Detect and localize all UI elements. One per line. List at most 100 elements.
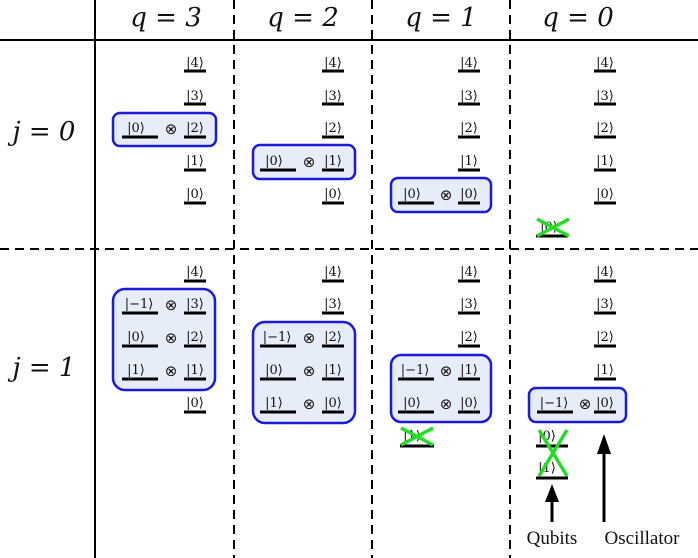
tensor-symbol: ⊗ [440,362,453,380]
ket-label: |3⟩ [596,89,614,104]
crossed-out-qubit-level: |0⟩ [536,217,570,238]
ket-level: |1⟩ [184,154,206,172]
tensor-symbol: ⊗ [165,329,178,347]
ket-level: |2⟩ [458,330,480,348]
ket-level: |0⟩ [458,187,480,205]
ket-level: |0⟩ [594,187,616,205]
tensor-symbol: ⊗ [165,120,178,138]
cell-j0-q0: |4⟩ |3⟩ |2⟩ |1⟩ |0⟩ |0⟩ [536,56,616,238]
column-header-q3: q = 3 [130,3,202,33]
ket-label: |2⟩ [596,330,614,345]
ket-level: |0⟩ [260,154,296,172]
ket-level: |0⟩ [184,187,206,205]
ket-level: |−1⟩ [537,396,573,414]
ket-level: |0⟩ [594,396,616,414]
ket-level: |1⟩ [322,154,344,172]
ket-level: |1⟩ [260,396,296,414]
ket-level: |4⟩ [322,56,344,73]
ket-label: |4⟩ [596,265,614,280]
tensor-symbol: ⊗ [303,395,316,413]
cell-j1-q3: |4⟩ |−1⟩ ⊗ |3⟩ |0⟩ ⊗ |2⟩ |1⟩ ⊗ |1⟩ |0⟩ [122,265,206,414]
ket-level: |1⟩ [322,363,344,381]
ket-level: |4⟩ [184,265,206,283]
ket-label: |2⟩ [186,330,204,345]
tensor-symbol: ⊗ [303,362,316,380]
ket-label: |−1⟩ [263,330,292,345]
ket-level: |2⟩ [184,330,206,348]
ket-label: |0⟩ [596,187,614,202]
ket-label: |4⟩ [324,56,342,71]
ket-label: |0⟩ [265,363,283,378]
tensor-symbol: ⊗ [579,395,592,413]
ket-label: |0⟩ [403,187,421,202]
ket-label: |4⟩ [460,56,478,71]
ket-label: |0⟩ [127,330,145,345]
ket-level: |0⟩ [122,121,158,139]
ket-label: |1⟩ [186,154,204,169]
ket-label: |4⟩ [460,265,478,280]
ket-level: |0⟩ [184,396,206,414]
ket-level: |3⟩ [322,297,344,315]
tensor-symbol: ⊗ [165,296,178,314]
row-header-j1: j = 1 [8,353,76,383]
ket-label: |−1⟩ [540,396,569,411]
ket-label: |2⟩ [596,121,614,136]
column-header-q0: q = 0 [542,3,614,33]
ket-label: |3⟩ [186,89,204,104]
cross-mark [537,429,569,477]
ket-label: |1⟩ [460,154,478,169]
ket-label: |1⟩ [324,363,342,378]
tensor-symbol: ⊗ [303,329,316,347]
ket-label: |2⟩ [324,121,342,136]
oscillator-arrow [597,434,611,522]
ket-level: |0⟩ [260,363,296,381]
row-header-j0: j = 0 [8,117,76,147]
ket-label: |0⟩ [324,396,342,411]
cell-j0-q2: |4⟩ |3⟩ |2⟩ |0⟩ ⊗ |1⟩ |0⟩ [260,56,344,205]
ket-label: |2⟩ [460,121,478,136]
ket-label: |1⟩ [127,363,145,378]
ket-level: |3⟩ [184,297,206,315]
ket-label: |0⟩ [596,396,614,411]
ket-label: |0⟩ [460,187,478,202]
ket-label: |3⟩ [460,297,478,312]
qubits-arrow [545,484,559,522]
ket-level: |0⟩ [322,187,344,205]
cell-j1-q0: |4⟩ |3⟩ |2⟩ |1⟩ |−1⟩ ⊗ |0⟩ |0⟩ |1⟩ Qubit… [527,265,680,549]
ket-level: |−1⟩ [260,330,296,348]
ket-label: |0⟩ [265,154,283,169]
ket-level: |2⟩ [322,330,344,348]
tensor-symbol: ⊗ [165,362,178,380]
ket-label: |1⟩ [324,154,342,169]
ket-level: |2⟩ [458,121,480,139]
ket-level: |4⟩ [322,265,344,283]
ket-level: |0⟩ [458,396,480,414]
cell-j1-q1: |4⟩ |3⟩ |2⟩ |−1⟩ ⊗ |1⟩ |0⟩ ⊗ |0⟩ |1⟩ [398,265,480,448]
ket-level: |3⟩ [594,89,616,106]
ket-level: |3⟩ [322,89,344,106]
cross-mark [400,426,434,447]
ket-label: |0⟩ [127,121,145,136]
ket-level: |−1⟩ [122,297,158,315]
ket-level: |1⟩ [594,363,616,381]
ket-label: |0⟩ [403,396,421,411]
ket-level: |2⟩ [184,121,206,139]
ket-level: |1⟩ [184,363,206,381]
ket-label: |−1⟩ [401,363,430,378]
ket-label: |1⟩ [265,396,283,411]
ket-label: |0⟩ [460,396,478,411]
crossed-out-qubit-level: |1⟩ [400,426,434,448]
cell-j0-q1: |4⟩ |3⟩ |2⟩ |1⟩ |0⟩ ⊗ |0⟩ [398,56,480,205]
ket-level: |4⟩ [458,265,480,283]
tensor-symbol: ⊗ [303,153,316,171]
ket-level: |0⟩ [398,396,434,414]
ket-level: |−1⟩ [398,363,434,381]
column-header-q1: q = 1 [405,3,477,33]
ket-label: |3⟩ [460,89,478,104]
ket-level: |0⟩ [398,187,434,205]
ket-level: |0⟩ [322,396,344,414]
ket-label: |2⟩ [186,121,204,136]
ket-level: |1⟩ [122,363,158,381]
